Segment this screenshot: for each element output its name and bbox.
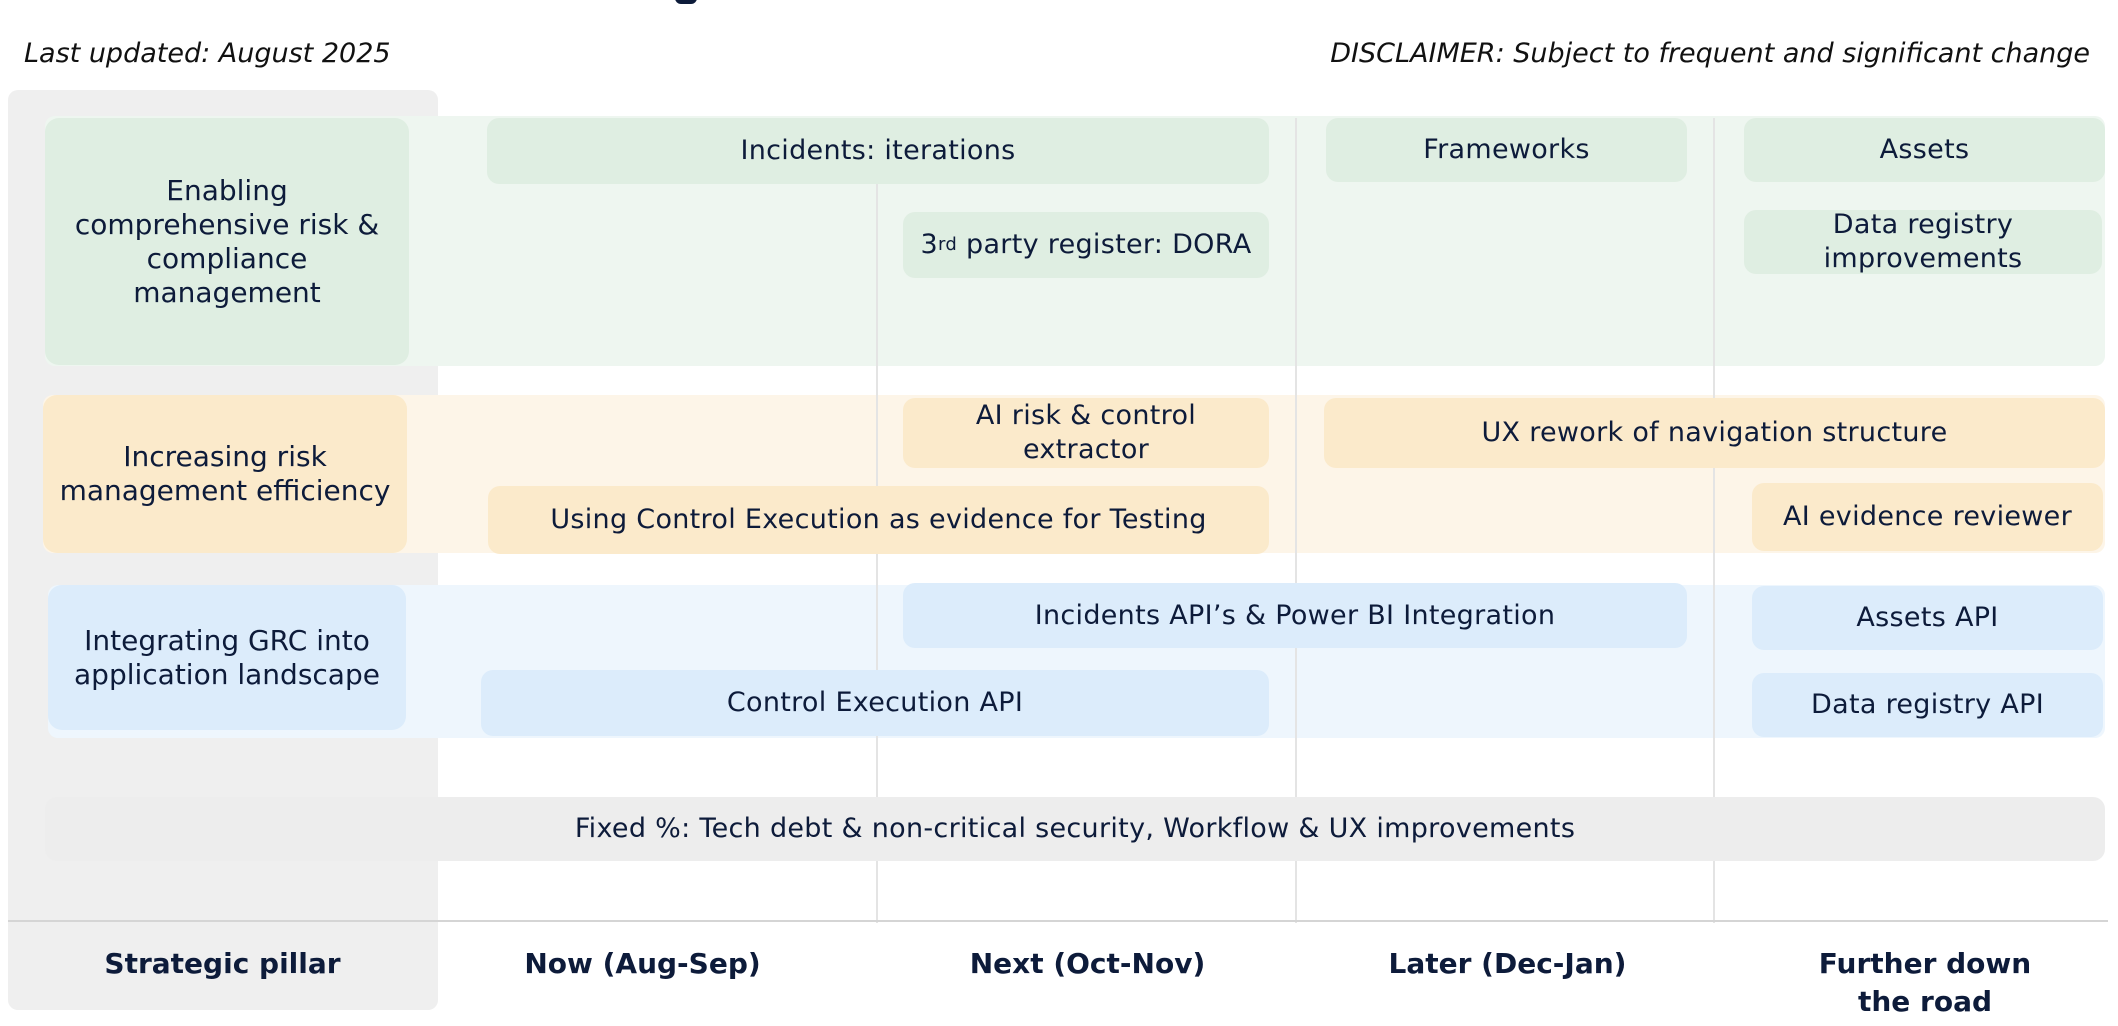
title-fragment [675, 0, 697, 4]
item-control-execution-evidence: Using Control Execution as evidence for … [488, 486, 1269, 554]
column-label-later: Later (Dec-Jan) [1388, 947, 1627, 980]
pillar-risk-compliance: Enabling comprehensive risk & compliance… [45, 118, 409, 365]
pillar-grc: Integrating GRC into application landsca… [48, 585, 406, 730]
item-frameworks: Frameworks [1326, 118, 1687, 182]
column-label-further: Further down the road [1818, 947, 2032, 1018]
item-data-registry-api: Data registry API [1752, 673, 2103, 737]
item-assets: Assets [1744, 118, 2105, 182]
item-control-execution-api: Control Execution API [481, 670, 1269, 736]
divider-later-further [1713, 118, 1715, 923]
item-data-registry-improvements: Data registry improvements [1744, 209, 2102, 274]
footer-divider [8, 920, 2108, 922]
item-incidents-api: Incidents API’s & Power BI Integration [903, 583, 1687, 648]
divider-next-later [1295, 118, 1297, 923]
item-fixed-percentage: Fixed %: Tech debt & non-critical securi… [45, 797, 2105, 861]
column-label-now: Now (Aug-Sep) [524, 947, 761, 980]
column-label-next: Next (Oct-Nov) [969, 947, 1206, 980]
third-party-prefix: 3 [920, 229, 939, 260]
item-ai-evidence-reviewer: AI evidence reviewer [1752, 483, 2103, 551]
last-updated-note: Last updated: August 2025 [24, 38, 391, 69]
item-assets-api: Assets API [1752, 586, 2103, 650]
third-party-rest: party register: DORA [957, 229, 1252, 260]
item-ux-rework: UX rework of navigation structure [1324, 398, 2105, 468]
disclaimer-note: DISCLAIMER: Subject to frequent and sign… [1330, 38, 2090, 69]
item-incidents-iterations: Incidents: iterations [487, 118, 1269, 184]
pillar-efficiency: Increasing risk management efficiency [43, 395, 407, 553]
column-label-strategic-pillar: Strategic pillar [104, 947, 341, 980]
item-ai-risk-control-extractor: AI risk & control extractor [903, 398, 1269, 468]
